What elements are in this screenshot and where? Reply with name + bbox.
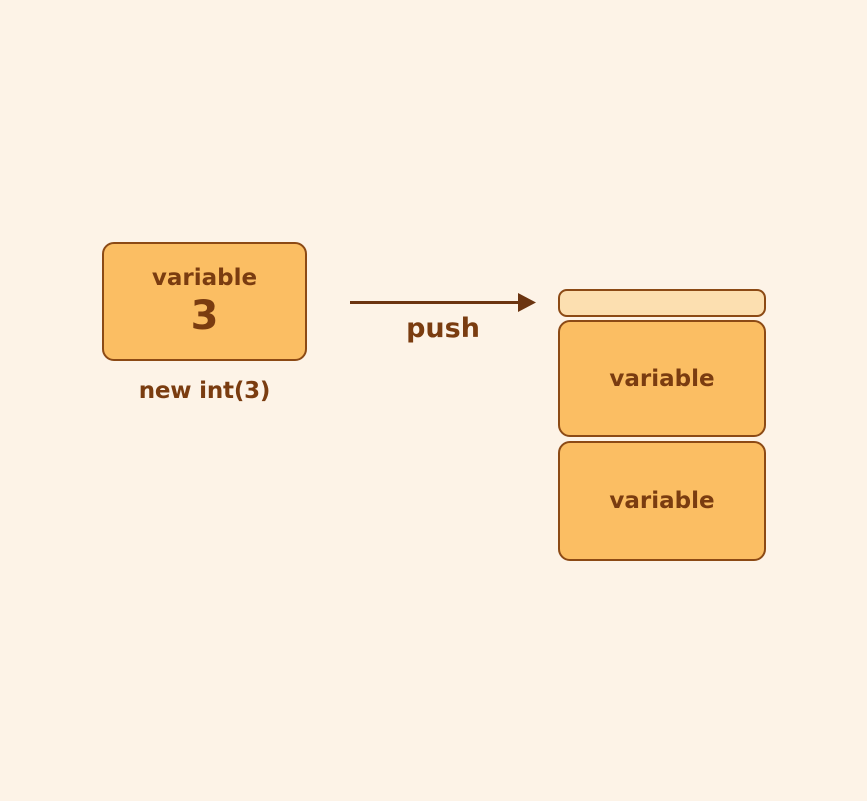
push-arrow (348, 288, 538, 318)
stack-frame: variable (558, 320, 766, 437)
stack-lid (558, 289, 766, 317)
allocated-object-caption: new int(3) (138, 378, 271, 404)
call-stack: variable variable (558, 289, 766, 561)
allocated-object-box: variable 3 (102, 242, 307, 361)
arrow-right-icon (350, 293, 536, 312)
push-arrow-label: push (406, 313, 480, 344)
allocated-object-title: variable (151, 265, 258, 291)
stack-frame: variable (558, 441, 766, 561)
allocated-object-value: 3 (190, 293, 219, 339)
